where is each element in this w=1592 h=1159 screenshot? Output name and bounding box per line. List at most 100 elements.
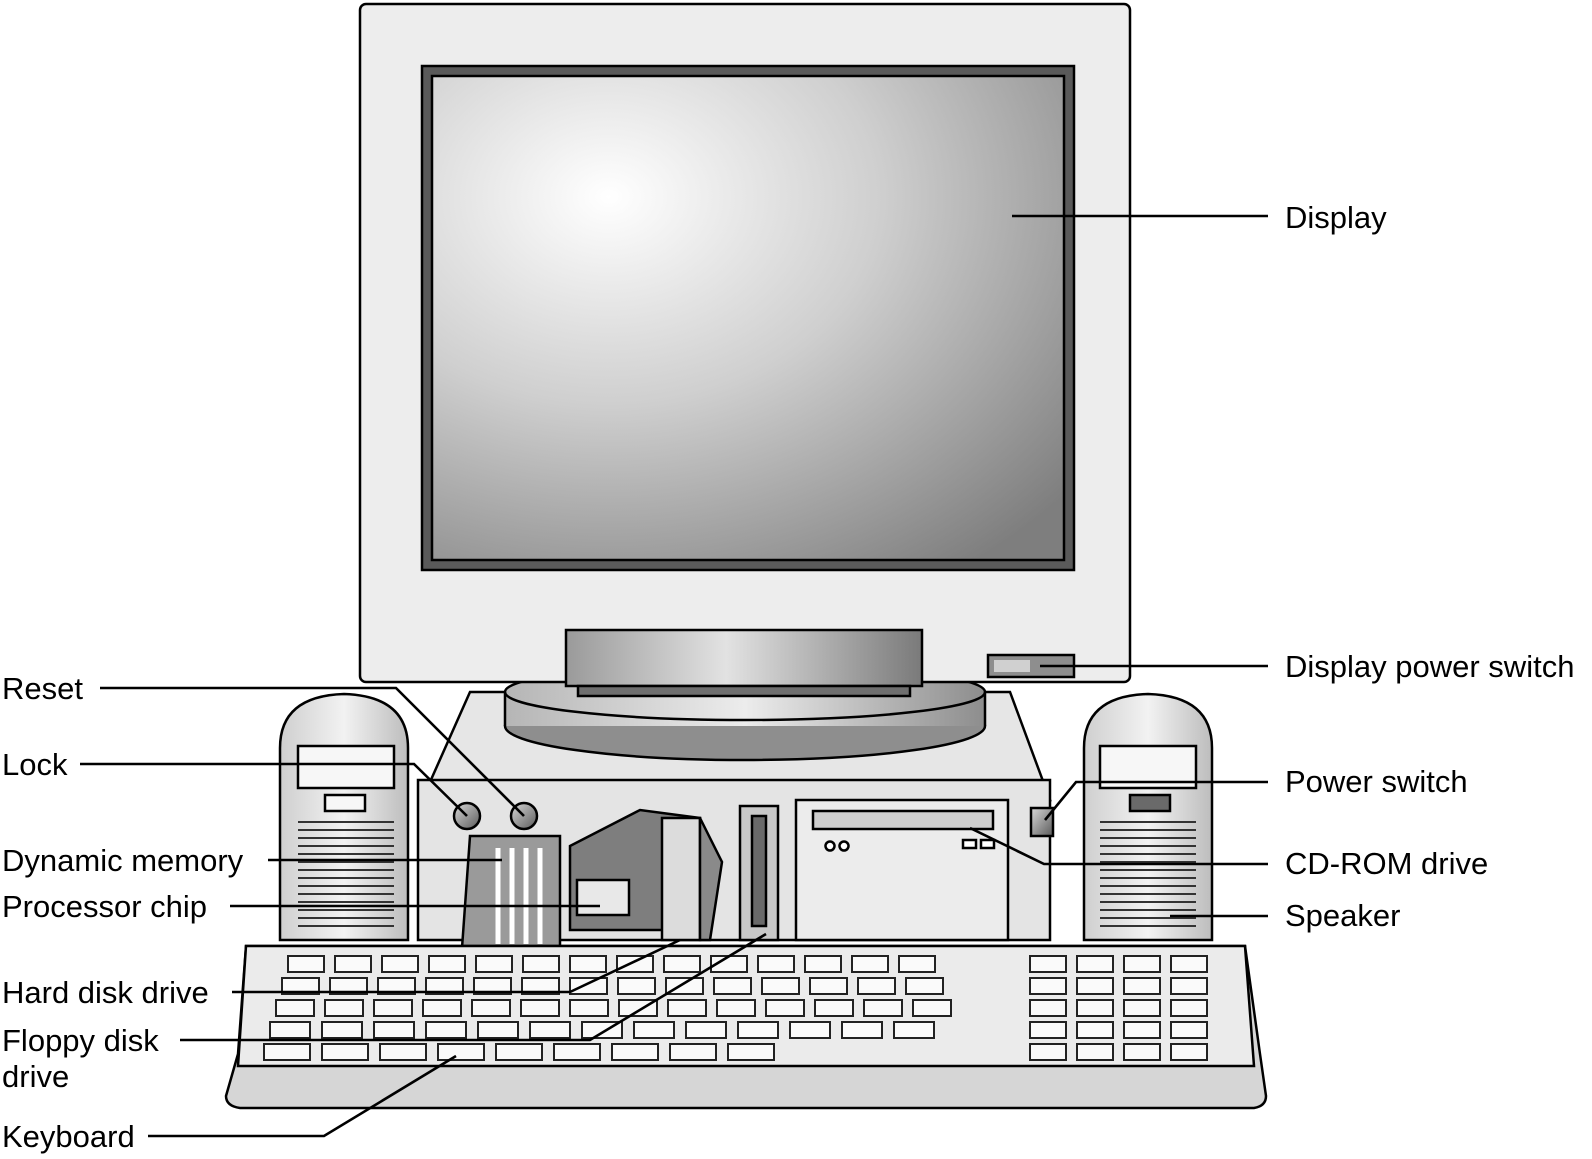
label-display-power-switch: Display power switch: [1285, 649, 1574, 684]
keyboard-key: [611, 1043, 659, 1061]
keyboard-key: [1170, 955, 1208, 973]
keyboard-key: [804, 955, 842, 973]
keyboard-key: [473, 977, 512, 995]
cd-rom-tray: [811, 809, 995, 831]
keyboard-key: [727, 1043, 775, 1061]
keyboard-key: [1170, 1043, 1208, 1061]
keyboard-key: [737, 1021, 779, 1039]
keyboard-key: [475, 955, 513, 973]
keyboard-key: [716, 999, 756, 1017]
keyboard-key: [1076, 999, 1114, 1017]
keyboard-key: [1029, 955, 1067, 973]
keyboard: [224, 944, 1268, 1110]
keyboard-key: [713, 977, 752, 995]
leader-keyboard: [148, 1054, 457, 1138]
keyboard-key: [477, 1021, 519, 1039]
keyboard-key: [667, 999, 707, 1017]
keyboard-key: [569, 955, 607, 973]
keyboard-key: [275, 999, 315, 1017]
leader-floppy-disk-drive: [180, 932, 767, 1042]
keyboard-key: [1170, 999, 1208, 1017]
keyboard-key: [1029, 1021, 1067, 1039]
keyboard-key: [263, 1043, 311, 1061]
monitor: [358, 2, 1132, 698]
label-cd-rom-drive: CD-ROM drive: [1285, 846, 1488, 881]
leader-lines: [80, 214, 1268, 1138]
keyboard-key: [334, 955, 372, 973]
label-keyboard: Keyboard: [2, 1119, 135, 1154]
keyboard-key: [863, 999, 903, 1017]
keyboard-key: [789, 1021, 831, 1039]
keyboard-key: [569, 999, 609, 1017]
keyboard-key: [1029, 1043, 1067, 1061]
keyboard-key: [569, 977, 608, 995]
keyboard-key: [522, 955, 560, 973]
keyboard-key: [1076, 955, 1114, 973]
label-hard-disk-drive: Hard disk drive: [2, 975, 209, 1010]
label-display: Display: [1285, 200, 1387, 235]
keyboard-key: [373, 1021, 415, 1039]
keyboard-key: [425, 977, 464, 995]
leader-cd-rom-drive: [969, 826, 1268, 866]
label-processor-chip: Processor chip: [2, 889, 207, 924]
keyboard-key: [814, 999, 854, 1017]
processor-chip-part: [575, 878, 631, 917]
keyboard-key: [1076, 1021, 1114, 1039]
keyboard-key: [905, 977, 944, 995]
hard-disk-drive-part: [660, 816, 702, 942]
keyboard-key: [520, 999, 560, 1017]
label-dynamic-memory: Dynamic memory: [2, 843, 244, 878]
keyboard-key: [1123, 1021, 1161, 1039]
keyboard-key: [321, 1021, 363, 1039]
keyboard-key: [269, 1021, 311, 1039]
keyboard-key: [471, 999, 511, 1017]
keyboard-key: [553, 1043, 601, 1061]
keyboard-key: [1076, 1043, 1114, 1061]
keyboard-key: [377, 977, 416, 995]
labels: Display Display power switch Power switc…: [2, 200, 1574, 1154]
keyboard-key: [1029, 977, 1067, 995]
monitor-neck: [564, 628, 924, 688]
label-lock: Lock: [2, 747, 68, 782]
keyboard-key: [617, 977, 656, 995]
keyboard-key: [633, 1021, 675, 1039]
leader-lock: [80, 762, 468, 817]
system-unit: [416, 690, 1055, 950]
label-floppy-disk-drive: Floppy disk: [2, 1023, 159, 1058]
keyboard-key: [912, 999, 952, 1017]
keyboard-key: [893, 1021, 935, 1039]
keyboard-key: [761, 977, 800, 995]
keyboard-key: [437, 1043, 485, 1061]
leader-hard-disk-drive: [232, 938, 681, 994]
keyboard-key: [841, 1021, 883, 1039]
keyboard-key: [1123, 955, 1161, 973]
keyboard-key: [422, 999, 462, 1017]
left-speaker: [278, 692, 410, 942]
display-screen: [430, 74, 1066, 562]
keyboard-key: [685, 1021, 727, 1039]
keyboard-key: [765, 999, 805, 1017]
keyboard-key: [281, 977, 320, 995]
keyboard-key: [809, 977, 848, 995]
keyboard-key: [1123, 977, 1161, 995]
keyboard-key: [1076, 977, 1114, 995]
keyboard-key: [379, 1043, 427, 1061]
keyboard-key: [428, 955, 466, 973]
keyboard-key: [1170, 977, 1208, 995]
keyboard-key: [321, 1043, 369, 1061]
keyboard-key: [495, 1043, 543, 1061]
keyboard-key: [329, 977, 368, 995]
keyboard-key: [757, 955, 795, 973]
right-speaker: [1082, 692, 1214, 942]
label-floppy-disk-drive-line2: drive: [2, 1059, 69, 1094]
keyboard-key: [851, 955, 889, 973]
keyboard-key: [663, 955, 701, 973]
keyboard-key: [287, 955, 325, 973]
keyboard-key: [1029, 999, 1067, 1017]
keyboard-key: [529, 1021, 571, 1039]
label-power-switch: Power switch: [1285, 764, 1468, 799]
keyboard-key: [324, 999, 364, 1017]
keyboard-key: [1123, 999, 1161, 1017]
keyboard-key: [381, 955, 419, 973]
